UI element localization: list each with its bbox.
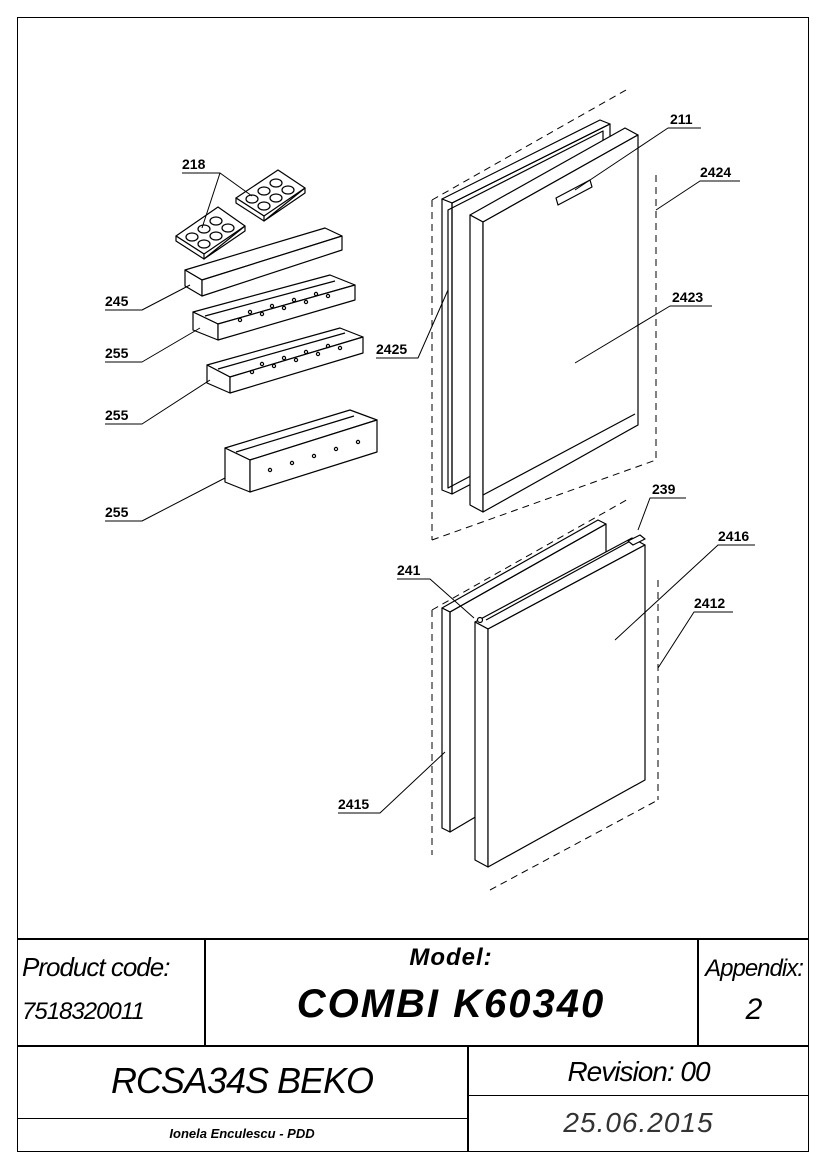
revision: Revision: 00 bbox=[567, 1056, 710, 1087]
callout-2416: 2416 bbox=[718, 528, 749, 544]
callout-2412: 2412 bbox=[694, 595, 725, 611]
dairy-cover-245 bbox=[184, 227, 343, 297]
callout-211: 211 bbox=[670, 111, 693, 127]
callout-2425: 2425 bbox=[376, 341, 407, 357]
egg-tray-right bbox=[235, 169, 306, 222]
leader-lines bbox=[105, 127, 755, 814]
appendix-value: 2 bbox=[745, 993, 763, 1026]
door-balcony-1 bbox=[192, 274, 356, 341]
upper-door-2423 bbox=[469, 127, 639, 513]
door-balcony-2 bbox=[206, 327, 364, 394]
product-name: RCSA34S BEKO bbox=[110, 1060, 374, 1101]
callout-255-third: 255 bbox=[105, 504, 129, 520]
assembly-guides bbox=[431, 89, 659, 891]
lower-door-2416 bbox=[474, 534, 646, 868]
callout-255-first: 255 bbox=[105, 345, 129, 361]
egg-tray-left bbox=[175, 206, 246, 260]
product-code-label: Product code: bbox=[22, 952, 170, 982]
callout-241: 241 bbox=[397, 562, 421, 578]
drawing-frame bbox=[17, 17, 809, 1152]
author: Ionela Enculescu - PDD bbox=[169, 1126, 315, 1141]
callout-245: 245 bbox=[105, 293, 129, 309]
callout-239: 239 bbox=[652, 481, 676, 497]
appendix-label: Appendix: bbox=[705, 955, 804, 982]
callout-2415: 2415 bbox=[338, 796, 369, 812]
callout-218: 218 bbox=[182, 156, 206, 172]
date: 25.06.2015 bbox=[563, 1107, 714, 1138]
door-balcony-3 bbox=[224, 409, 378, 493]
product-code-value: 7518320011 bbox=[22, 998, 145, 1025]
upper-door-gasket bbox=[441, 119, 611, 495]
callout-2423: 2423 bbox=[672, 289, 703, 305]
callout-255-second: 255 bbox=[105, 407, 129, 423]
model-label: Model: bbox=[409, 944, 493, 971]
model-value: COMBI K60340 bbox=[296, 982, 606, 1026]
callout-2424: 2424 bbox=[700, 164, 731, 180]
